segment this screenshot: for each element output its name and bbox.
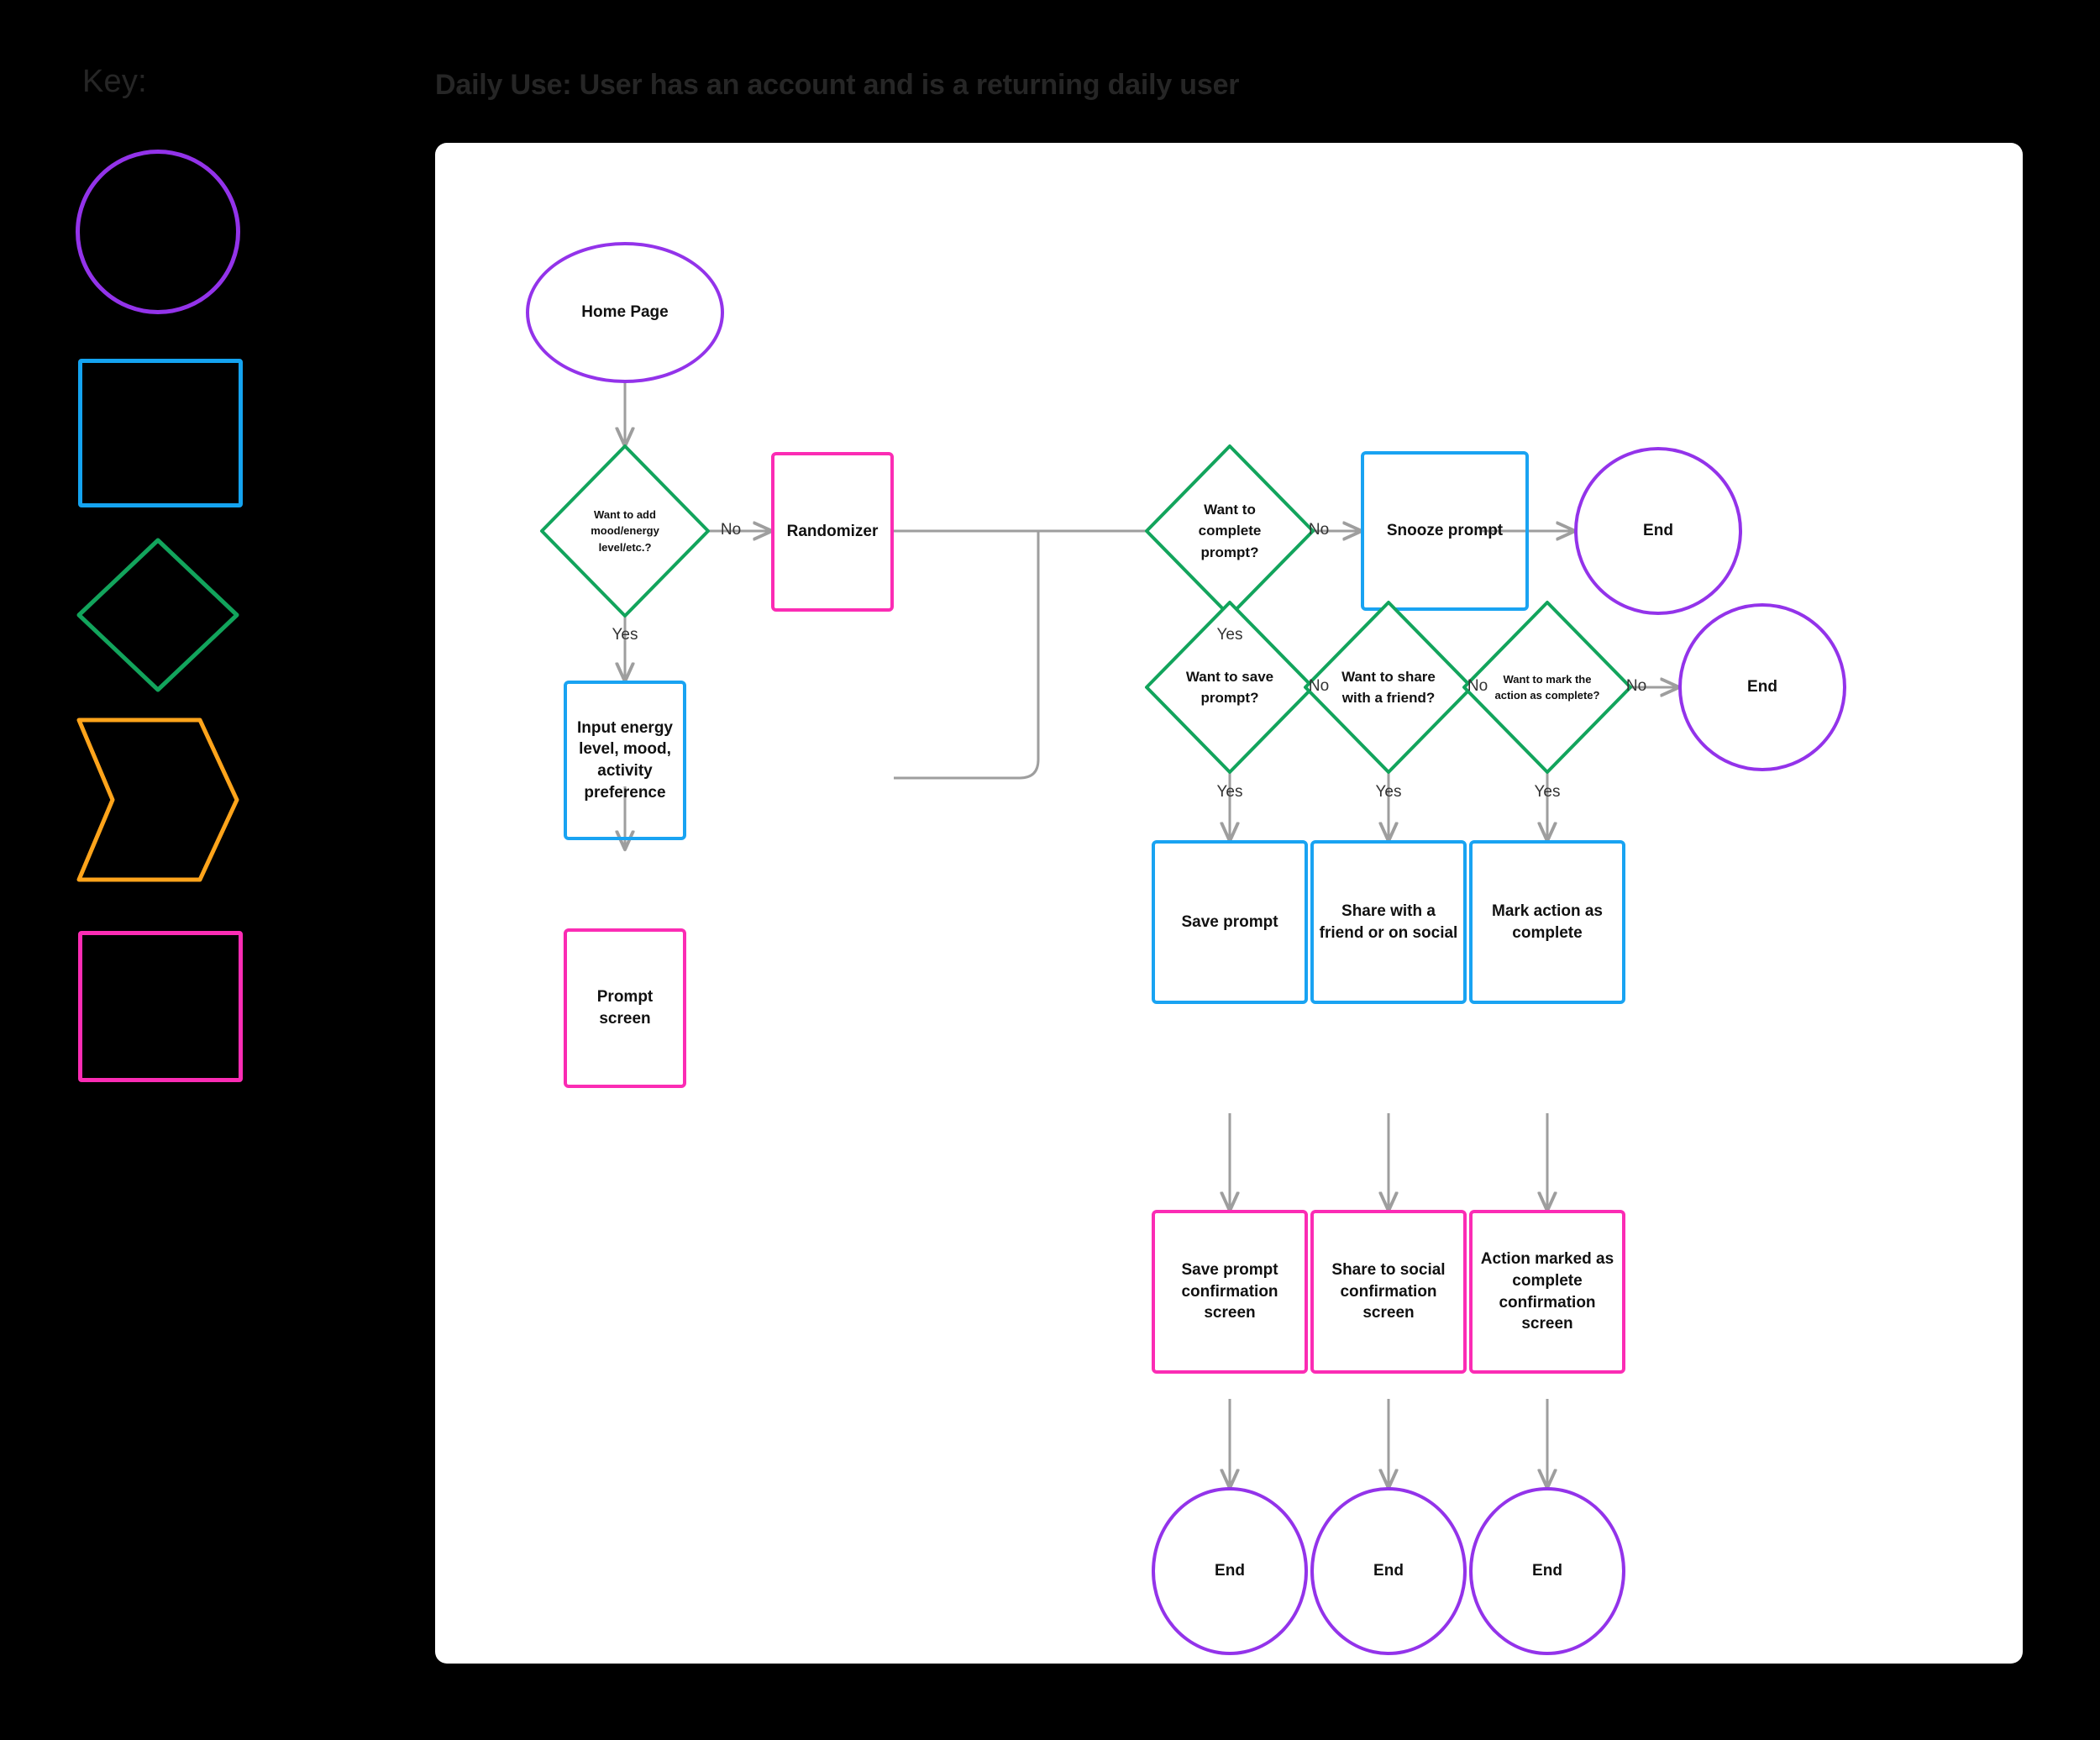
node-label: Want to add mood/energy level/etc.? [591, 507, 659, 554]
node-label: Randomizer [786, 523, 879, 541]
node-label: Want to mark the action as complete? [1494, 672, 1600, 702]
edge-label-save-yes: Yes [1216, 783, 1243, 801]
node-label: Save prompt [1181, 912, 1278, 931]
edge-label-mood-yes: Yes [612, 626, 638, 644]
node-label: Want to save prompt? [1185, 668, 1274, 707]
node-mark-confirmation-screen[interactable]: Action marked as complete confirmation s… [1469, 1210, 1625, 1374]
node-label: Action marked as complete confirmation s… [1480, 1250, 1614, 1333]
node-share-confirmation-screen[interactable]: Share to social confirmation screen [1310, 1210, 1467, 1374]
node-label: Want to share with a friend? [1341, 668, 1436, 707]
node-label: End [1215, 1562, 1245, 1580]
node-share-friend-social[interactable]: Share with a friend or on social [1310, 840, 1467, 1004]
node-label: Snooze prompt [1386, 522, 1504, 540]
node-decision-save-prompt[interactable]: Want to save prompt? [1168, 631, 1291, 744]
node-mark-action-complete[interactable]: Mark action as complete [1469, 840, 1625, 1004]
node-decision-mark-complete-shape [1461, 599, 1634, 780]
node-home-page[interactable]: Home Page [526, 242, 724, 383]
node-end-share[interactable]: End [1310, 1487, 1467, 1655]
node-end-no-branch[interactable]: End [1678, 603, 1846, 771]
flowchart-canvas: Home Page Want to add mood/energy level/… [435, 143, 2023, 1664]
node-label: Home Page [581, 303, 669, 322]
node-label: Share with a friend or on social [1319, 902, 1458, 942]
node-randomizer[interactable]: Randomizer [771, 452, 894, 612]
node-label: Mark action as complete [1492, 902, 1603, 942]
node-input-energy-level[interactable]: Input energy level, mood, activity prefe… [564, 681, 686, 840]
node-decision-share-friend-shape [1302, 599, 1475, 780]
node-end-snooze[interactable]: End [1574, 447, 1742, 615]
key-title: Key: [82, 64, 147, 99]
edge-label-save-no: No [1308, 677, 1330, 695]
edge-label-share-yes: Yes [1375, 783, 1402, 801]
node-label: Save prompt confirmation screen [1181, 1261, 1278, 1322]
node-label: Prompt screen [596, 988, 654, 1028]
node-decision-save-prompt-shape [1143, 599, 1316, 780]
key-decision-diamond-icon [74, 535, 242, 695]
node-label: Input energy level, mood, activity prefe… [576, 718, 673, 802]
node-prompt-screen[interactable]: Prompt screen [564, 928, 686, 1088]
node-decision-complete-prompt[interactable]: Want to complete prompt? [1168, 475, 1291, 587]
node-label: End [1532, 1562, 1562, 1580]
key-process-square-icon [78, 359, 243, 507]
key-screen-square-icon [78, 931, 243, 1082]
edge-label-mark-no: No [1625, 677, 1647, 695]
key-legend-panel: Key: [0, 0, 435, 1740]
node-snooze-prompt[interactable]: Snooze prompt [1361, 451, 1529, 611]
node-label: End [1373, 1562, 1404, 1580]
node-save-prompt[interactable]: Save prompt [1152, 840, 1308, 1004]
node-decision-share-friend[interactable]: Want to share with a friend? [1327, 631, 1450, 744]
node-label: Want to complete prompt? [1198, 501, 1262, 560]
node-end-mark[interactable]: End [1469, 1487, 1625, 1655]
edge-label-mood-no: No [720, 521, 742, 539]
node-decision-add-mood-shape [538, 443, 711, 623]
node-label: End [1747, 678, 1777, 697]
key-terminator-circle-icon [76, 150, 240, 314]
edge-label-complete-yes: Yes [1216, 626, 1243, 644]
node-save-confirmation-screen[interactable]: Save prompt confirmation screen [1152, 1210, 1308, 1374]
edge-label-mark-yes: Yes [1534, 783, 1561, 801]
edge-label-share-no: No [1467, 677, 1488, 695]
node-end-save[interactable]: End [1152, 1487, 1308, 1655]
node-label: End [1643, 522, 1673, 540]
node-decision-add-mood[interactable]: Want to add mood/energy level/etc.? [564, 479, 686, 583]
node-label: Share to social confirmation screen [1331, 1261, 1446, 1322]
key-data-chevron-icon [74, 716, 242, 884]
edge-label-complete-no: No [1308, 521, 1330, 539]
node-decision-mark-complete[interactable]: Want to mark the action as complete? [1486, 639, 1609, 736]
page-title: Daily Use: User has an account and is a … [435, 69, 1240, 101]
